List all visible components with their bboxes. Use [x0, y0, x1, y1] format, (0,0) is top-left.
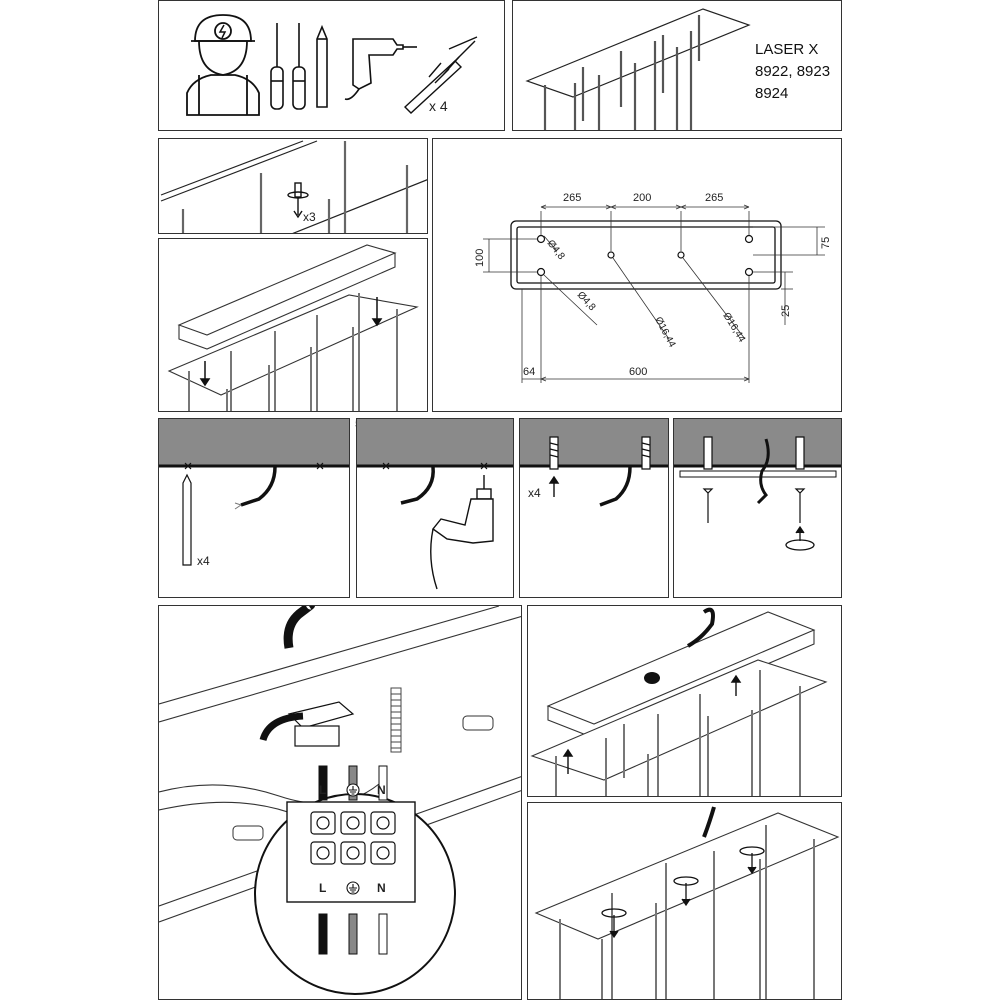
dim-100: 100	[474, 249, 486, 267]
step-1-panel: x3	[158, 138, 428, 234]
drill-icon	[430, 475, 494, 590]
tools-panel: x 4	[158, 0, 505, 131]
product-title-block: LASER X 8922, 8923 8924	[755, 39, 830, 105]
step-7-panel	[673, 418, 842, 598]
fix-screw-icon	[601, 846, 765, 939]
step-3-panel: 265 200 265 100 75 25 64 600 Ø4,8 Ø4,8 Ø…	[432, 138, 842, 412]
lamp-overview	[525, 8, 751, 130]
dim-600: 600	[629, 366, 647, 378]
hole-label-d: Ø16,44	[720, 311, 747, 345]
dim-64: 64	[523, 366, 535, 378]
hole-label-c: Ø16,44	[652, 315, 677, 350]
screw-count: x3	[303, 210, 316, 224]
bottom-n-label: N	[377, 881, 386, 895]
anchor-count: x 4	[429, 98, 448, 114]
screw-remove-icon	[287, 182, 309, 219]
connector-screws	[310, 811, 396, 865]
top-l-label: L	[319, 783, 326, 797]
product-codes-2: 8924	[755, 85, 789, 102]
electrician-icon	[186, 14, 260, 116]
screw-icon	[702, 488, 806, 523]
top-n-label: N	[377, 783, 386, 797]
pencil-mark-icon	[182, 473, 192, 566]
lower-arrow-icon	[199, 297, 383, 387]
product-panel: LASER X 8922, 8923 8924	[512, 0, 842, 131]
wall-anchor-icon	[403, 36, 478, 114]
bottom-l-label: L	[319, 881, 326, 895]
supply-wires	[318, 765, 388, 801]
step-5-panel	[356, 418, 514, 598]
earth-icon	[346, 881, 360, 895]
connector-icon	[644, 672, 660, 684]
product-codes-1: 8922, 8923	[755, 63, 831, 80]
hole-label-a: Ø4,8	[545, 238, 567, 262]
step-8-panel: L N L N	[158, 605, 522, 1000]
step-4-count: x4	[197, 554, 210, 568]
earth-icon	[346, 783, 360, 797]
step-9-panel	[527, 605, 842, 797]
step-6-count: x4	[528, 486, 541, 500]
drill-icon	[344, 38, 417, 101]
dim-265-right: 265	[705, 192, 723, 204]
dim-75: 75	[820, 237, 832, 249]
screwdriver-icon	[270, 23, 306, 110]
terminal-block	[259, 701, 355, 747]
hole-label-b: Ø4,8	[575, 290, 598, 314]
mounting-holes	[536, 234, 754, 277]
step-4-panel: x4	[158, 418, 350, 598]
wall-plug-icon	[549, 436, 651, 470]
dim-265-left: 265	[563, 192, 581, 204]
step-10-panel	[527, 802, 842, 1000]
threaded-rod	[390, 687, 402, 753]
pencil-icon	[316, 24, 328, 108]
rotate-icon	[785, 525, 815, 551]
step-6-panel: x4	[519, 418, 669, 598]
dim-200: 200	[633, 192, 651, 204]
lamp-wires	[318, 913, 388, 955]
dim-25: 25	[780, 305, 792, 317]
product-name: LASER X	[755, 41, 819, 58]
mounting-plate-drawing	[510, 220, 782, 290]
raise-arrow-icon	[562, 674, 742, 774]
step-2-panel	[158, 238, 428, 412]
